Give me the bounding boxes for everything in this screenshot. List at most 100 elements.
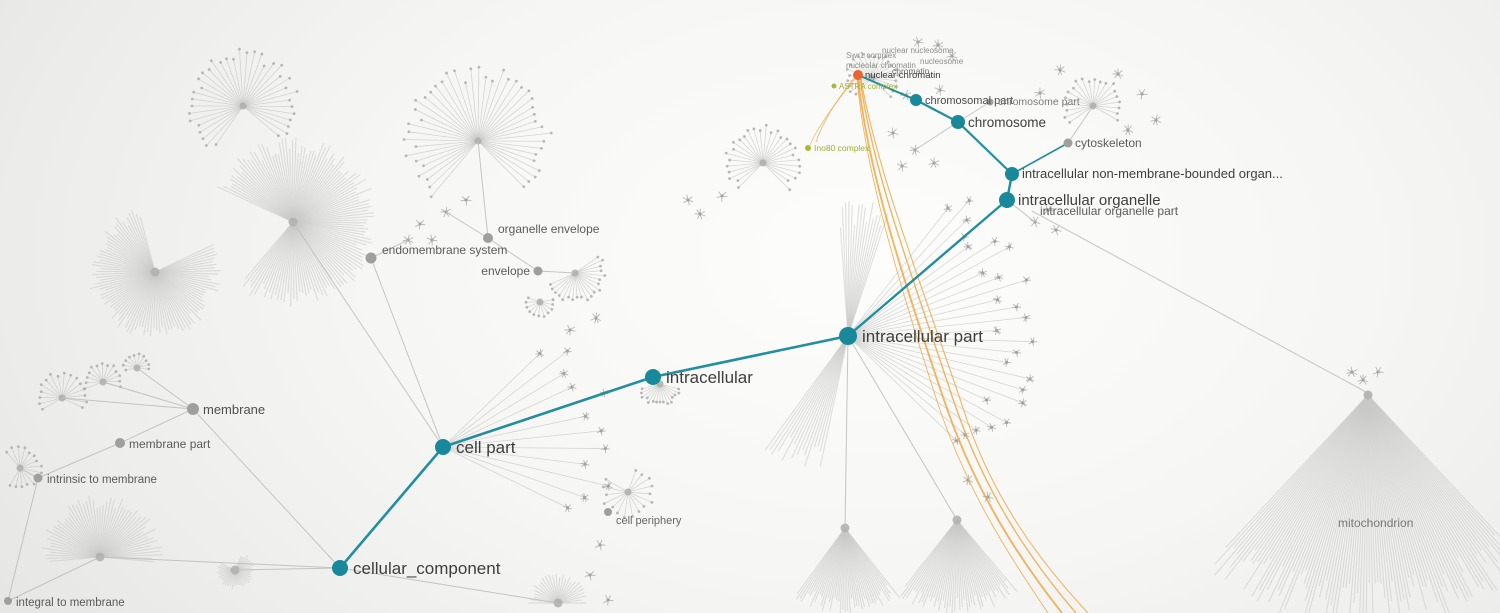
node-tuft — [1112, 68, 1124, 79]
node-tuft — [580, 493, 589, 502]
node-label-membrane_part[interactable]: membrane part — [129, 437, 211, 451]
graph-node-astra_complex[interactable] — [831, 83, 837, 89]
node-label-nuclear_chromatin[interactable]: nuclear chromatin — [865, 70, 941, 81]
graph-node-chromosome[interactable] — [951, 115, 965, 129]
highlight-path-edge — [957, 121, 1013, 175]
node-tuft — [584, 570, 596, 581]
graph-edge — [7, 477, 39, 602]
small-node-label[interactable]: nucleosome — [920, 57, 964, 66]
node-label-membrane[interactable]: membrane — [203, 402, 265, 417]
small-node-label[interactable]: chromatin — [892, 66, 930, 76]
small-node-label[interactable]: nuclear nucleosome — [882, 46, 954, 55]
node-label-intracellular_nmb_organelle[interactable]: intracellular non-membrane-bounded organ… — [1022, 166, 1283, 181]
node-label-organelle_envelope[interactable]: organelle envelope — [498, 222, 600, 236]
node-tuft — [460, 195, 472, 206]
node-label-chromosome_part[interactable]: chromosome part — [998, 96, 1080, 108]
node-tuft — [440, 206, 452, 218]
node-tuft — [992, 295, 1002, 305]
graph-edge — [7, 556, 101, 602]
edge-cluster — [839, 201, 889, 341]
graph-node-membrane_part[interactable] — [115, 438, 125, 448]
cluster-hub-node[interactable] — [239, 102, 247, 110]
graph-edge — [1031, 210, 1367, 393]
graph-node-intrinsic_to_membrane[interactable] — [33, 473, 43, 483]
node-tuft — [962, 474, 974, 486]
graph-node-ino80_complex[interactable] — [805, 145, 811, 151]
edge-cluster — [764, 331, 853, 467]
graph-node-intracellular_part[interactable] — [839, 327, 857, 345]
edge-cluster — [121, 352, 151, 372]
node-label-endomembrane_system[interactable]: endomembrane system — [382, 243, 507, 257]
graph-edge — [102, 381, 194, 410]
node-label-cell_part[interactable]: cell part — [456, 438, 516, 457]
node-tuft — [978, 268, 987, 278]
graph-edge — [914, 121, 959, 151]
node-label-intracellular_part[interactable]: intracellular part — [862, 327, 983, 346]
node-tuft — [912, 36, 924, 48]
graph-node-chromosomal_part[interactable] — [910, 94, 922, 106]
edge-cluster — [188, 47, 299, 147]
graph-node-integral_to_membrane[interactable] — [4, 597, 12, 605]
small-node-label[interactable]: Swr1 complex — [846, 51, 896, 60]
node-tuft — [1050, 224, 1062, 236]
node-tuft — [887, 127, 899, 139]
graph-node-chromosome_part[interactable] — [986, 98, 994, 106]
node-label-astra_complex[interactable]: ASTRA complex — [839, 82, 897, 91]
graph-edge — [119, 408, 194, 444]
node-tuft — [596, 426, 606, 436]
node-tuft — [965, 196, 974, 206]
graph-node-organelle_envelope[interactable] — [483, 233, 493, 243]
highlight-path-edge — [652, 334, 849, 379]
node-label-cell_periphery[interactable]: cell periphery — [616, 515, 682, 527]
graph-node-intracellular_organelle[interactable] — [999, 192, 1015, 208]
node-label-intracellular[interactable]: intracellular — [666, 368, 753, 387]
small-node-label[interactable]: nucleolar chromatin — [846, 61, 916, 70]
graph-node-endomembrane_system[interactable] — [365, 252, 377, 264]
graph-node-cell_periphery[interactable] — [604, 508, 612, 516]
graph-node-intracellular_nmb_organelle[interactable] — [1005, 167, 1019, 181]
node-tuft — [934, 84, 946, 96]
orange-edge-layer — [809, 77, 1089, 613]
edge-cluster — [402, 65, 553, 199]
node-label-cellular_component[interactable]: cellular_component — [353, 559, 501, 578]
graph-edge — [37, 442, 121, 479]
node-label-cytoskeleton[interactable]: cytoskeleton — [1075, 136, 1142, 150]
graph-edge — [844, 335, 849, 529]
edge-cluster — [82, 362, 122, 391]
cluster-hub-node[interactable] — [759, 159, 767, 167]
graph-edge — [136, 367, 194, 410]
node-label-integral_to_membrane[interactable]: integral to membrane — [16, 597, 125, 609]
graph-node-envelope[interactable] — [533, 266, 543, 276]
edge-cluster — [549, 255, 607, 302]
graph-node-nuclear_chromatin[interactable] — [853, 70, 863, 80]
node-layer — [4, 70, 1073, 605]
cluster-hub-node[interactable] — [1363, 390, 1373, 400]
node-tuft — [896, 160, 908, 172]
graph-node-cytoskeleton[interactable] — [1063, 138, 1073, 148]
node-label-envelope[interactable]: envelope — [481, 264, 530, 278]
node-tuft — [1018, 385, 1028, 395]
node-label-intrinsic_to_membrane[interactable]: intrinsic to membrane — [47, 474, 157, 486]
node-label-intracellular_organelle[interactable]: intracellular organelle — [1018, 192, 1161, 209]
graph-node-cellular_component[interactable] — [332, 560, 348, 576]
graph-edge — [370, 257, 444, 448]
node-label-ino80_complex[interactable]: Ino80 complex — [814, 143, 870, 153]
edge-cluster — [1214, 390, 1500, 613]
node-label-chromosomal_part[interactable]: chromosomal part — [925, 95, 1013, 107]
cluster-hub-node[interactable] — [536, 298, 544, 306]
node-label-chromosome[interactable]: chromosome — [968, 115, 1046, 130]
node-tuft — [946, 50, 958, 62]
cluster-hub-node[interactable] — [624, 488, 632, 496]
node-label-mitochondrion[interactable]: mitochondrion — [1338, 516, 1413, 530]
graph-node-membrane[interactable] — [187, 403, 199, 415]
node-tuft — [963, 242, 973, 251]
graph-node-cell_part[interactable] — [435, 439, 451, 455]
graph-node-intracellular[interactable] — [645, 369, 661, 385]
label-layer: cellular_component cell part intracellular… — [16, 46, 1413, 609]
graph-edge — [847, 335, 958, 521]
node-label-intracellular_organelle_part[interactable]: intracellular organelle part — [1040, 204, 1179, 218]
node-tuft — [994, 272, 1004, 282]
selected-path-edge — [809, 78, 856, 146]
cluster-hub-node[interactable] — [150, 267, 160, 277]
